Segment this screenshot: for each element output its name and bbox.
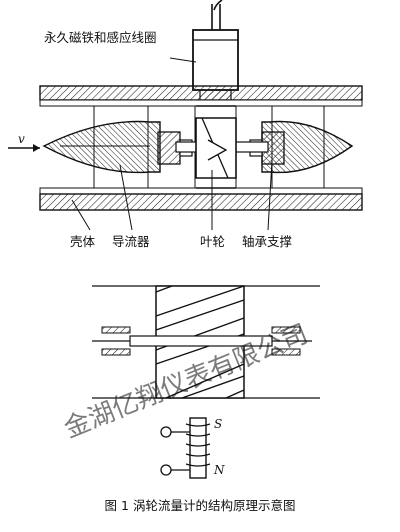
pipe-housing [39, 85, 363, 211]
signal-cable [211, 0, 223, 30]
terminal-top [160, 426, 172, 438]
left-support [92, 326, 131, 356]
magnet-coil-housing [192, 29, 239, 91]
label-flow-velocity: v [18, 132, 25, 146]
pickup-coil [160, 417, 211, 479]
schematic-view [92, 285, 320, 479]
label-leader-magnet [169, 57, 197, 63]
label-pole-s: S [214, 417, 222, 431]
label-leader-bearing [267, 159, 273, 231]
label-leader-housing [71, 199, 91, 231]
label-bearing-support: 轴承支撑 [242, 234, 293, 249]
label-magnet-coil: 永久磁铁和感应线圈 [44, 30, 157, 45]
label-flow-guide: 导流器 [112, 234, 150, 249]
impeller [195, 105, 237, 189]
right-support [271, 326, 312, 356]
label-pole-n: N [213, 463, 225, 477]
sectional-view [8, 0, 363, 231]
label-housing: 壳体 [70, 234, 96, 249]
label-leader-flow-guide [119, 164, 133, 231]
label-impeller: 叶轮 [200, 234, 225, 249]
figure-caption: 图 1 涡轮流量计的结构原理示意图 [105, 498, 296, 513]
terminal-bottom [160, 464, 172, 476]
left-flow-guide [42, 120, 161, 174]
